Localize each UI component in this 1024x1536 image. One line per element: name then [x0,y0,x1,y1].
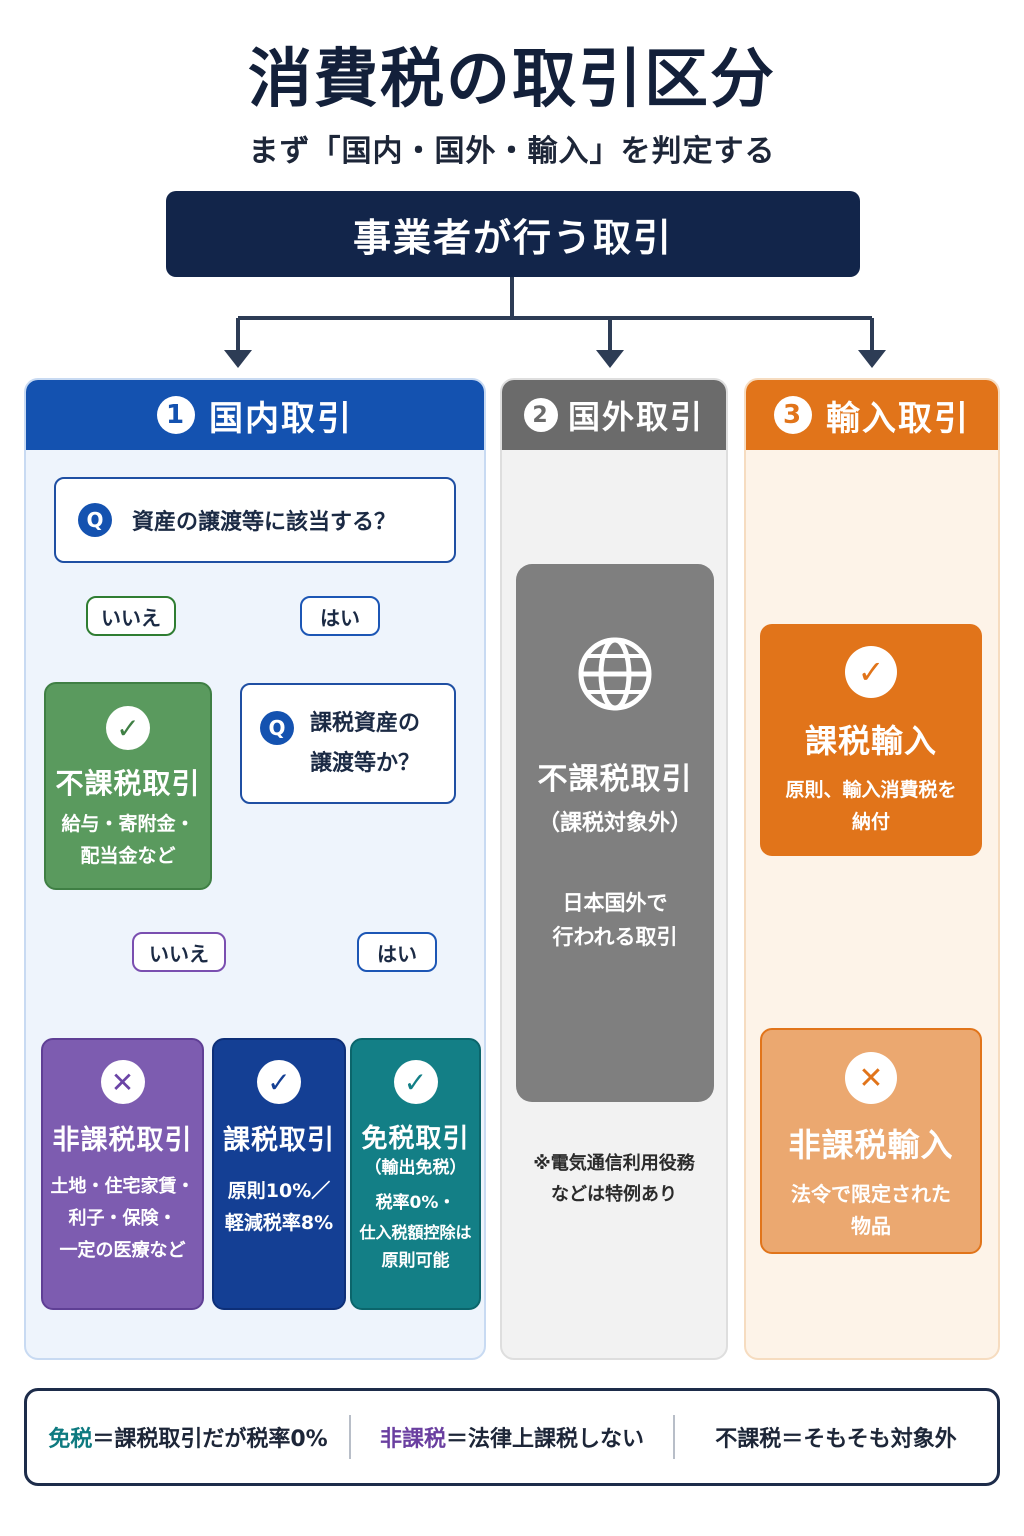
legend-def: ＝法律上課税しない [446,1427,645,1452]
result-desc-line1: 原則10%／ [227,1180,331,1202]
globe-icon [578,637,652,711]
result-desc-line2: 仕入税額控除は [359,1223,472,1242]
result-subtitle: （課税対象外） [537,811,692,836]
result-desc-line1: 原則、輸入消費税を [785,779,957,801]
page-title: 消費税の取引区分 [248,43,776,117]
result-desc-line1: 給与・寄附金・ [61,813,195,835]
foreign-panel-title: 国外取引 [567,398,704,436]
legend-term: 不課税 [715,1427,782,1452]
legend-divider [349,1415,351,1459]
result-desc-line1: 日本国外で [562,891,668,915]
result-desc-line3: 原則可能 [381,1251,450,1271]
result-title: 課税取引 [223,1125,335,1156]
foreign-note: ※電気通信利用役務 などは特例あり [504,1148,724,1210]
domestic-panel-header: 1 国内取引 [26,380,484,450]
check-icon: ✓ [845,646,897,698]
result-exempt-import: ✕ 非課税輸入 法令で限定された 物品 [760,1028,982,1254]
column-number-badge: 1 [157,396,195,434]
result-title: 不課税取引 [55,767,201,800]
import-panel-header: 3 輸入取引 [746,380,998,450]
result-desc-line1: 税率0%・ [375,1193,456,1213]
cross-icon: ✕ [100,1060,145,1104]
result-desc-line2: 納付 [851,811,890,833]
result-desc-line1: 法令で限定された [791,1182,951,1206]
domestic-panel-title: 国内取引 [209,398,353,439]
legend-term: 免税 [48,1427,93,1452]
column-number-badge: 3 [774,396,812,434]
label-yes: はい [300,596,380,636]
check-icon: ✓ [393,1060,438,1104]
legend-def: ＝そもそも対象外 [781,1427,957,1452]
legend-divider [673,1415,675,1459]
result-title: 非課税取引 [52,1125,193,1156]
result-desc-line3: 一定の医療など [59,1240,186,1261]
column-number-badge: 2 [523,398,558,432]
result-tax-exempt: ✕ 非課税取引 土地・住宅家賃・ 利子・保険・ 一定の医療など [41,1038,204,1310]
root-node: 事業者が行う取引 [166,191,860,277]
result-desc-line2: 物品 [851,1214,891,1238]
result-desc-line2: 軽減税率8% [224,1212,334,1234]
question-taxable-transfer: Q 課税資産の 譲渡等か？ [240,683,456,804]
legend-item-exempt: 非課税＝法律上課税しない [351,1421,673,1453]
label-yes: はい [357,932,437,972]
legend-item-zero-rated: 免税＝課税取引だが税率0% [27,1421,349,1453]
check-icon: ✓ [257,1060,301,1104]
question-asset-transfer: Q 資産の譲渡等に該当する？ [54,477,456,563]
question-icon: Q [78,503,112,537]
result-zero-rated: ✓ 免税取引 （輸出免税） 税率0%・ 仕入税額控除は 原則可能 [350,1038,481,1310]
import-panel-title: 輸入取引 [826,398,970,439]
result-title: 課税輸入 [804,722,937,760]
legend-term: 非課税 [379,1427,446,1452]
question-text: 資産の譲渡等に該当する？ [132,510,397,535]
result-desc-line2: 配当金など [80,845,176,867]
legend-def: ＝課税取引だが税率0% [92,1427,328,1452]
question-text-line2: 譲渡等か？ [310,750,421,776]
legend-item-outside-scope: 不課税＝そもそも対象外 [675,1421,997,1453]
result-taxable-import: ✓ 課税輸入 原則、輸入消費税を 納付 [760,624,982,856]
question-text-line1: 課税資産の [310,710,421,736]
note-line2: などは特例あり [551,1184,677,1205]
result-desc-line1: 土地・住宅家賃・ [50,1176,195,1197]
foreign-panel-header: 2 国外取引 [502,380,726,450]
note-line1: ※電気通信利用役務 [533,1153,695,1174]
result-foreign-nontaxable: 不課税取引 （課税対象外） 日本国外で 行われる取引 [516,564,714,1102]
cross-icon: ✕ [845,1052,897,1104]
result-title: 不課税取引 [537,762,693,797]
check-icon: ✓ [106,706,150,750]
question-icon: Q [260,711,294,745]
result-desc-line2: 行われる取引 [552,925,678,949]
result-title: 免税取引 [361,1124,470,1154]
label-no: いいえ [86,596,176,636]
page-subtitle: まず「国内・国外・輸入」を判定する [248,134,776,169]
result-taxable: ✓ 課税取引 原則10%／ 軽減税率8% [212,1038,346,1310]
legend: 免税＝課税取引だが税率0% 非課税＝法律上課税しない 不課税＝そもそも対象外 [24,1388,1000,1486]
result-desc-line2: 利子・保険・ [68,1208,177,1229]
result-title: 非課税輸入 [788,1126,954,1164]
result-nontaxable-outside: ✓ 不課税取引 給与・寄附金・ 配当金など [44,682,212,890]
label-no: いいえ [132,932,226,972]
result-subtitle: （輸出免税） [364,1158,467,1178]
